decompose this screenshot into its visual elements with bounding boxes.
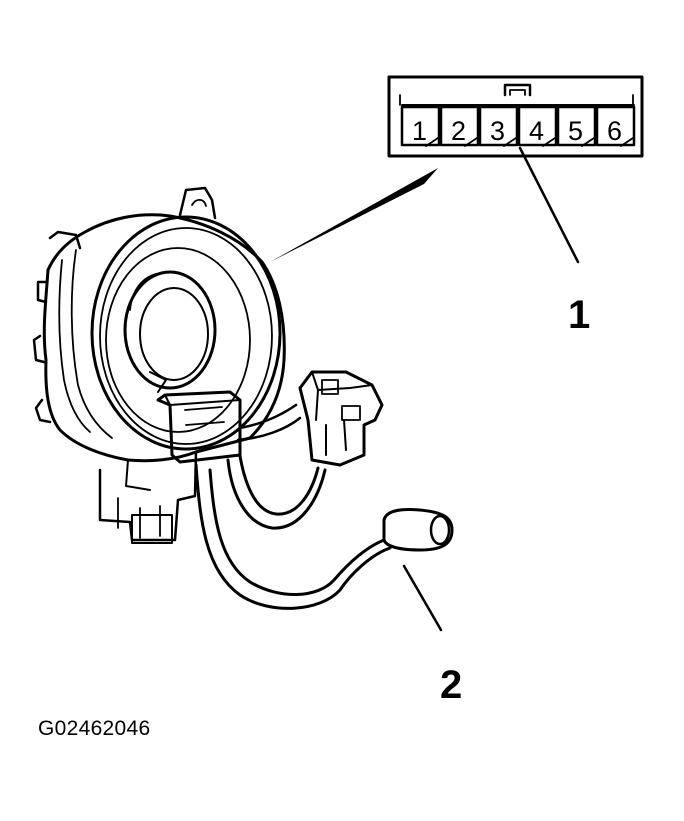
figure-id-label: G02462046 — [38, 717, 151, 740]
pin-label: 6 — [607, 116, 622, 146]
pin-label: 1 — [412, 116, 427, 146]
pin-label: 4 — [529, 116, 544, 146]
pin-label: 2 — [451, 116, 466, 146]
wire-harness — [194, 403, 392, 610]
pin-label: 5 — [568, 116, 583, 146]
detail-pointer — [270, 168, 438, 262]
harness-connector — [298, 370, 384, 467]
callout-2: 2 — [440, 663, 462, 707]
clock-spring-body — [32, 186, 286, 544]
pin-label: 3 — [490, 116, 505, 146]
harness-plug — [382, 508, 454, 552]
connector-pin-labels: 1 2 3 4 5 6 — [412, 116, 622, 146]
leader-line-1 — [518, 146, 580, 264]
leader-line-2 — [402, 564, 443, 632]
connector-face — [387, 75, 644, 158]
callout-1: 1 — [568, 293, 590, 337]
connector-pin-cells — [400, 105, 636, 147]
